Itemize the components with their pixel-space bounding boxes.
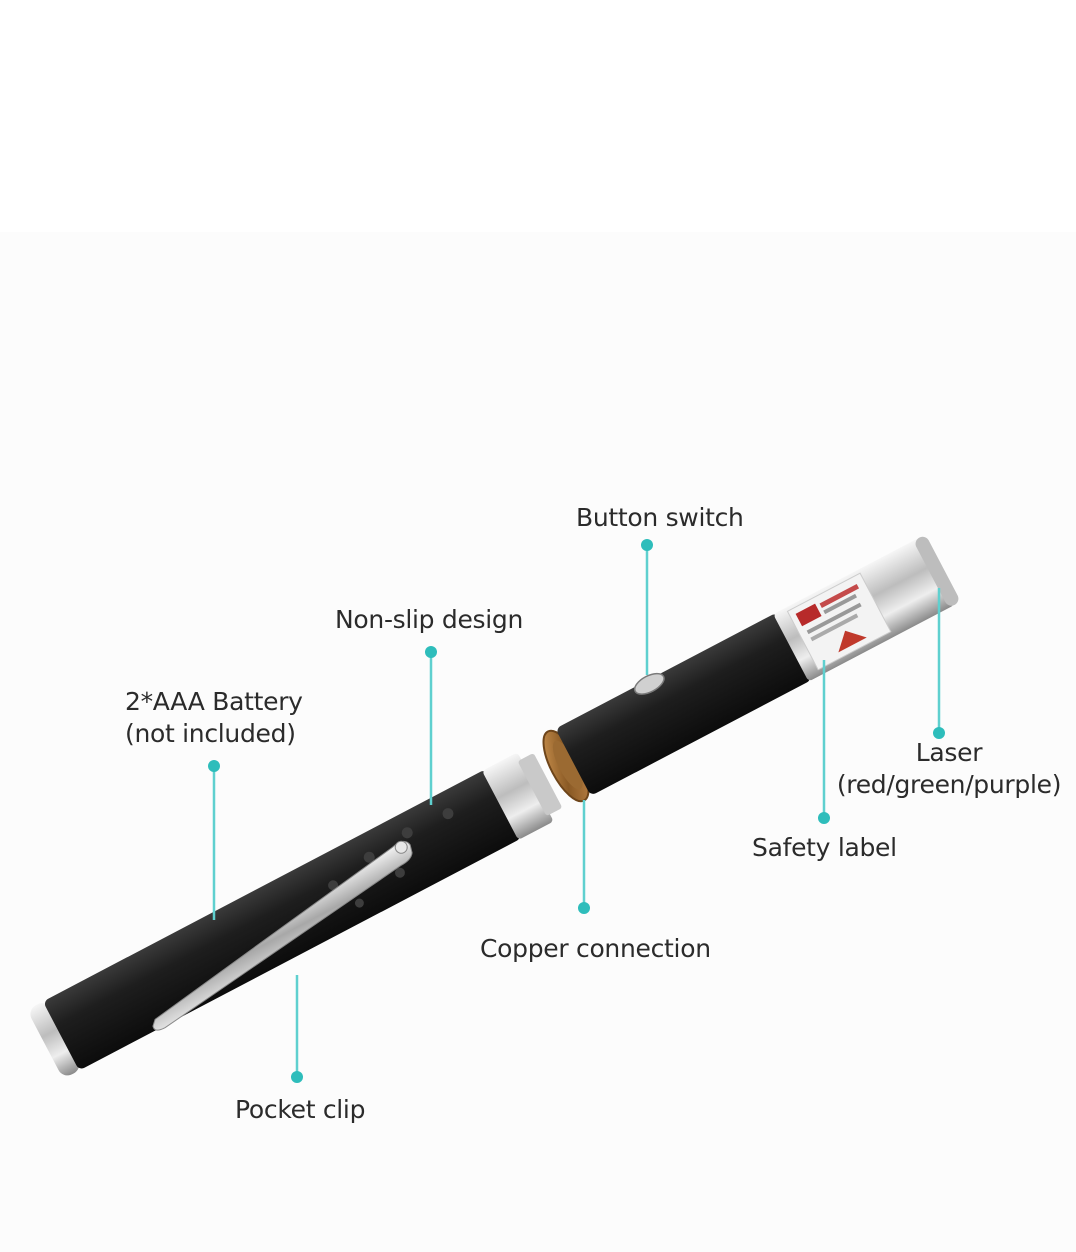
callout-dot-non-slip bbox=[425, 646, 437, 658]
pen-head-section bbox=[542, 536, 959, 803]
page-top-blank bbox=[0, 0, 1076, 232]
product-photo-background bbox=[0, 232, 1076, 1252]
label-battery-line1: 2*AAA Battery bbox=[125, 687, 303, 716]
copper-connection-thread bbox=[552, 740, 583, 790]
callout-dot-copper bbox=[578, 902, 590, 914]
laser-tip bbox=[915, 536, 959, 606]
non-slip-dots bbox=[328, 808, 454, 908]
label-non-slip-design: Non-slip design bbox=[335, 605, 524, 634]
pocket-clip-rivet bbox=[394, 840, 408, 854]
pen-end-cap bbox=[30, 1003, 80, 1076]
label-laser-line2: (red/green/purple) bbox=[836, 770, 1062, 799]
button-switch bbox=[633, 672, 665, 695]
switch-barrel bbox=[557, 614, 810, 794]
label-battery: 2*AAA Battery (not included) bbox=[125, 686, 303, 750]
label-safety-label: Safety label bbox=[752, 833, 897, 862]
callout-dot-laser bbox=[933, 727, 945, 739]
label-battery-line2: (not included) bbox=[125, 719, 296, 748]
label-pocket-clip: Pocket clip bbox=[235, 1095, 366, 1124]
label-laser: Laser (red/green/purple) bbox=[834, 737, 1064, 801]
label-laser-line1: Laser bbox=[915, 738, 983, 767]
label-button-switch: Button switch bbox=[576, 503, 744, 532]
callout-dot-pocket-clip bbox=[291, 1071, 303, 1083]
pen-battery-section bbox=[30, 753, 562, 1076]
label-copper-connection: Copper connection bbox=[480, 934, 711, 963]
battery-collar-thread bbox=[518, 753, 562, 816]
callout-dot-button-switch bbox=[641, 539, 653, 551]
safety-label-sticker bbox=[786, 572, 892, 671]
callout-dot-battery bbox=[208, 760, 220, 772]
callout-dot-safety-label bbox=[818, 812, 830, 824]
battery-collar bbox=[483, 753, 553, 839]
